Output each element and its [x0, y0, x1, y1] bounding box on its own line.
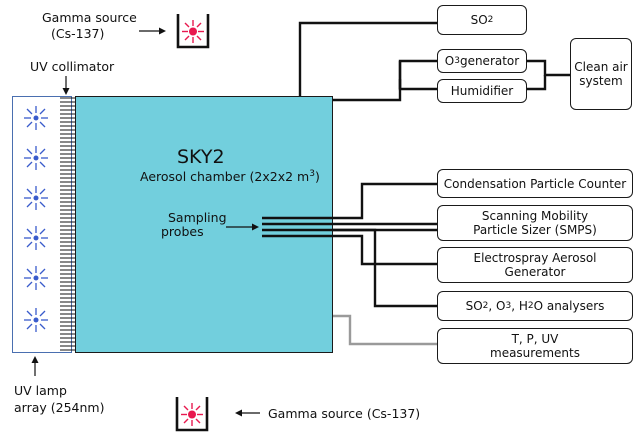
- electrospray-box: Electrospray Aerosol Generator: [437, 247, 633, 283]
- smps-line1: Scanning Mobility: [481, 209, 589, 223]
- analysers-c-sub: 2: [527, 301, 534, 311]
- so2-sub: 2: [487, 15, 494, 25]
- uv-lamp-icon: [24, 226, 48, 250]
- uv-lamp-label-line1: UV lamp: [14, 383, 67, 398]
- uv-collimator: [60, 97, 75, 351]
- gamma-source-top-icon: [176, 14, 210, 49]
- so2-text: SO: [470, 13, 488, 27]
- chamber-subtitle-sup: 3: [309, 169, 315, 179]
- chamber-subtitle-end: ): [314, 169, 320, 185]
- o3-rest: generator: [459, 54, 520, 68]
- chamber-title: SKY2: [177, 146, 225, 168]
- smps-box: Scanning Mobility Particle Sizer (SMPS): [437, 205, 633, 241]
- uv-collimator-label: UV collimator: [30, 59, 115, 74]
- chamber-subtitle-text: Aerosol chamber (2x2x2 m: [140, 169, 310, 185]
- analysers-c: , H: [511, 299, 528, 313]
- tpuv-line2: measurements: [490, 346, 580, 360]
- electrospray-line2: Generator: [504, 265, 566, 279]
- o3-sub: 3: [454, 56, 460, 66]
- analysers-d: O analysers: [533, 299, 605, 313]
- uv-lamp-icon: [24, 266, 48, 290]
- chamber-subtitle: Aerosol chamber (2x2x2 m3): [140, 167, 320, 184]
- tpuv-box: T, P, UV measurements: [437, 328, 633, 364]
- electrospray-line1: Electrospray Aerosol: [473, 251, 597, 265]
- uv-lamp-label-line2: array (254nm): [14, 400, 105, 415]
- uv-lamp-icon: [24, 106, 48, 130]
- clean-air-line2: system: [579, 74, 623, 88]
- analysers-b-sub: 3: [505, 301, 512, 311]
- o3-text: O: [444, 54, 455, 68]
- uv-lamp-array: [12, 96, 72, 353]
- sampling-label-line1: Sampling: [168, 210, 227, 225]
- cpc-box: Condensation Particle Counter: [437, 169, 633, 198]
- sampling-label-line2: probes: [161, 224, 204, 239]
- clean-air-system-box: Clean air system: [570, 38, 632, 110]
- uv-lamp-icon: [24, 146, 48, 170]
- smps-line2: Particle Sizer (SMPS): [473, 223, 597, 237]
- gamma-source-bottom-icon: [175, 397, 209, 432]
- analysers-b: , O: [488, 299, 506, 313]
- uv-lamp-icon: [24, 308, 48, 332]
- gamma-source-top-label-line2: (Cs-137): [51, 26, 105, 41]
- gamma-source-top-label-line1: Gamma source: [42, 10, 137, 25]
- humidifier-box: Humidifier: [437, 79, 527, 103]
- gamma-source-bottom-label: Gamma source (Cs-137): [268, 406, 421, 421]
- analysers-a-sub: 2: [482, 301, 489, 311]
- tpuv-line1: T, P, UV: [511, 332, 559, 346]
- clean-air-line1: Clean air: [574, 60, 628, 74]
- analysers-a: SO: [465, 299, 483, 313]
- uv-lamp-icon: [24, 186, 48, 210]
